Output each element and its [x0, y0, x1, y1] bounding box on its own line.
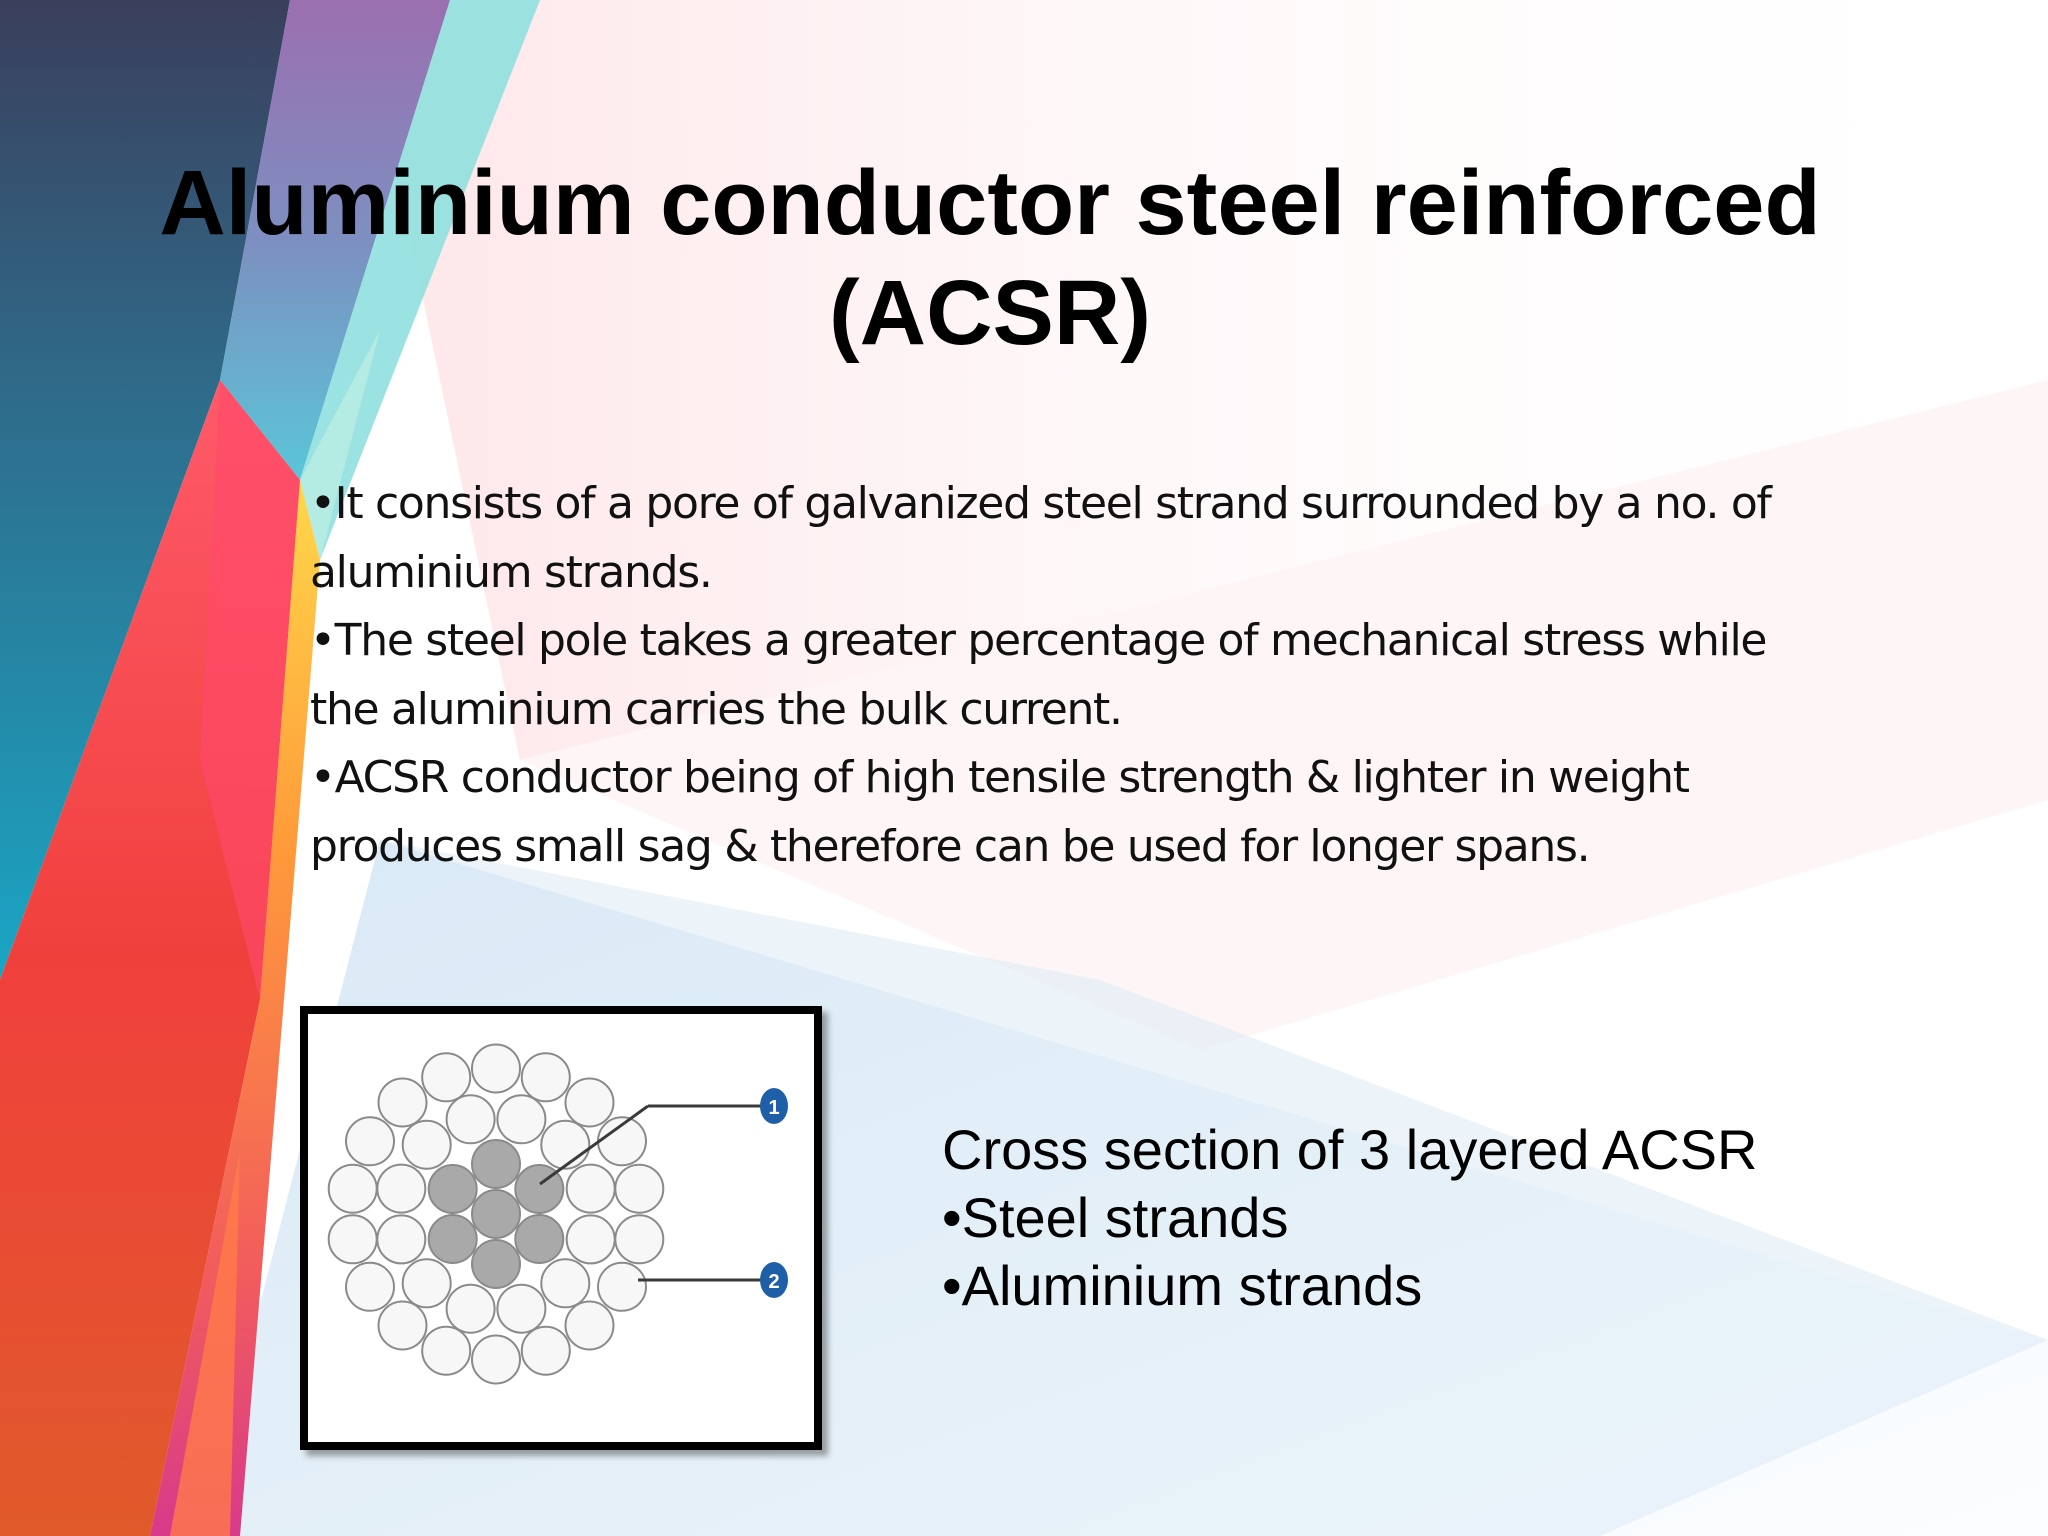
- aluminium-strand: [471, 1043, 521, 1094]
- aluminium-strand: [565, 1214, 616, 1265]
- aluminium-strand: [445, 1283, 496, 1334]
- aluminium-strand: [520, 1052, 571, 1103]
- aluminium-strand: [377, 1300, 428, 1351]
- caption-item-steel: •Steel strands: [942, 1186, 1289, 1249]
- aluminium-strand: [540, 1119, 591, 1170]
- bullet-item: •The steel pole takes a greater percenta…: [310, 615, 1767, 735]
- aluminium-strand: [496, 1094, 547, 1145]
- aluminium-strand: [421, 1052, 472, 1103]
- steel-strand: [427, 1214, 478, 1264]
- steel-strand: [427, 1164, 478, 1214]
- steel-strand: [471, 1139, 521, 1189]
- aluminium-strand: [520, 1325, 571, 1376]
- marker-2-icon: 2: [760, 1262, 788, 1298]
- marker-1-icon: 1: [760, 1088, 788, 1124]
- bullet-list: •It consists of a pore of galvanized ste…: [310, 470, 1830, 881]
- title-line-2: (ACSR): [829, 262, 1151, 364]
- aluminium-strand: [597, 1261, 647, 1312]
- aluminium-strand: [345, 1116, 395, 1167]
- aluminium-strand: [376, 1163, 427, 1214]
- title-line-1: Aluminium conductor steel reinforced: [159, 152, 1821, 254]
- aluminium-strand: [345, 1261, 395, 1312]
- aluminium-strand: [401, 1258, 452, 1309]
- aluminium-strand: [421, 1325, 472, 1376]
- marker-2-label: 2: [768, 1271, 779, 1293]
- aluminium-strand: [471, 1334, 521, 1385]
- steel-strand: [471, 1239, 521, 1289]
- bullet-item: •ACSR conductor being of high tensile st…: [310, 752, 1690, 872]
- caption-heading: Cross section of 3 layered ACSR: [942, 1118, 1758, 1181]
- aluminium-strand: [327, 1163, 378, 1214]
- acsr-cross-section-figure: 1 2: [300, 1006, 822, 1450]
- aluminium-strand: [614, 1163, 665, 1214]
- pointer-line-1: [539, 1104, 649, 1186]
- aluminium-strand: [327, 1214, 378, 1265]
- aluminium-strand: [564, 1077, 615, 1128]
- strand-diagram: 1 2: [327, 1043, 788, 1385]
- aluminium-strand: [377, 1077, 428, 1128]
- aluminium-strand: [376, 1214, 427, 1265]
- aluminium-strand: [564, 1300, 615, 1351]
- bullet-item: •It consists of a pore of galvanized ste…: [310, 478, 1772, 598]
- steel-strand: [471, 1189, 521, 1239]
- aluminium-strand: [540, 1258, 591, 1309]
- caption-item-aluminium: •Aluminium strands: [942, 1254, 1423, 1317]
- aluminium-strand: [445, 1094, 496, 1145]
- aluminium-strand: [496, 1283, 547, 1334]
- aluminium-strand: [614, 1214, 665, 1265]
- figure-caption: Cross section of 3 layered ACSR •Steel s…: [942, 1116, 1842, 1320]
- aluminium-strand: [401, 1119, 452, 1170]
- steel-strand: [514, 1214, 565, 1264]
- marker-1-label: 1: [768, 1097, 779, 1119]
- slide-title: Aluminium conductor steel reinforced (AC…: [0, 148, 1980, 368]
- aluminium-strand: [565, 1163, 616, 1214]
